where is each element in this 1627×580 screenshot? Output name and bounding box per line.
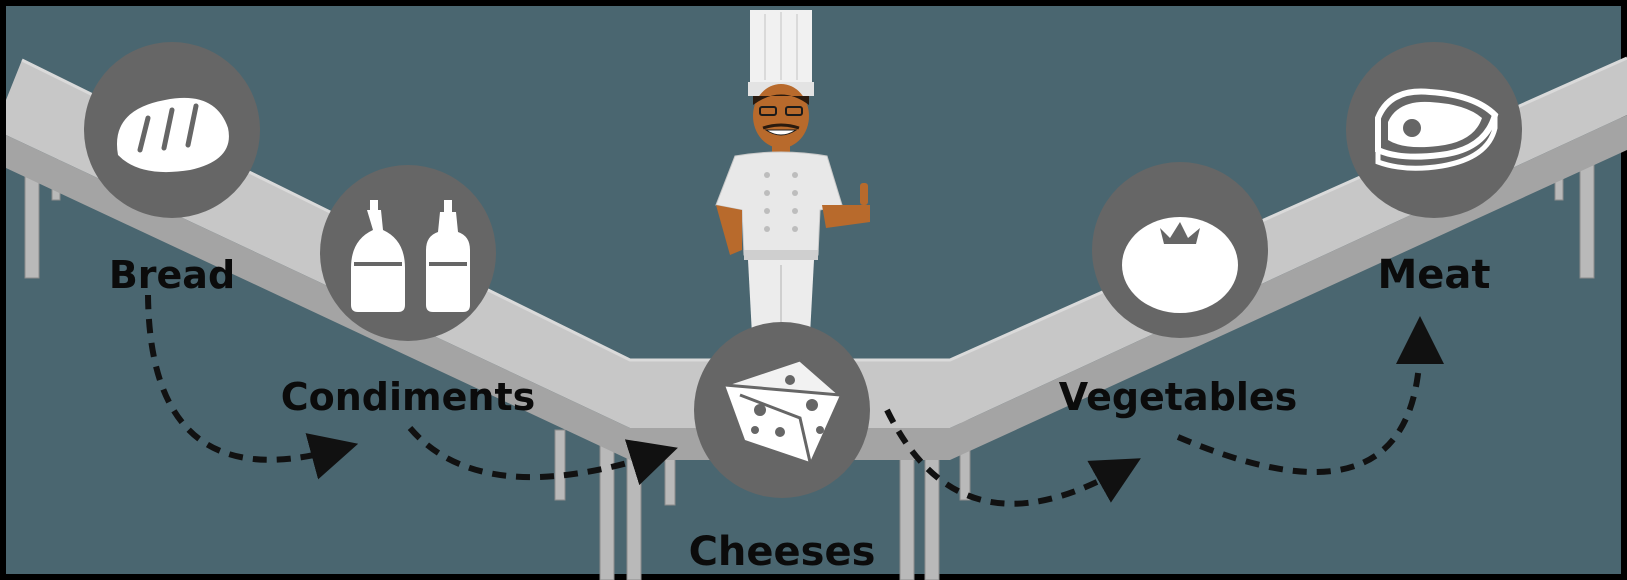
station-meat (1346, 42, 1522, 218)
station-vegetables (1092, 162, 1268, 338)
tomato-icon (1122, 217, 1238, 313)
station-cheeses (694, 322, 870, 498)
label-cheeses: Cheeses (689, 529, 876, 575)
label-condiments: Condiments (281, 375, 535, 419)
label-vegetables: Vegetables (1059, 375, 1298, 419)
station-bread (84, 42, 260, 218)
station-condiments (320, 165, 496, 341)
label-meat: Meat (1377, 252, 1490, 298)
label-bread: Bread (109, 253, 235, 297)
